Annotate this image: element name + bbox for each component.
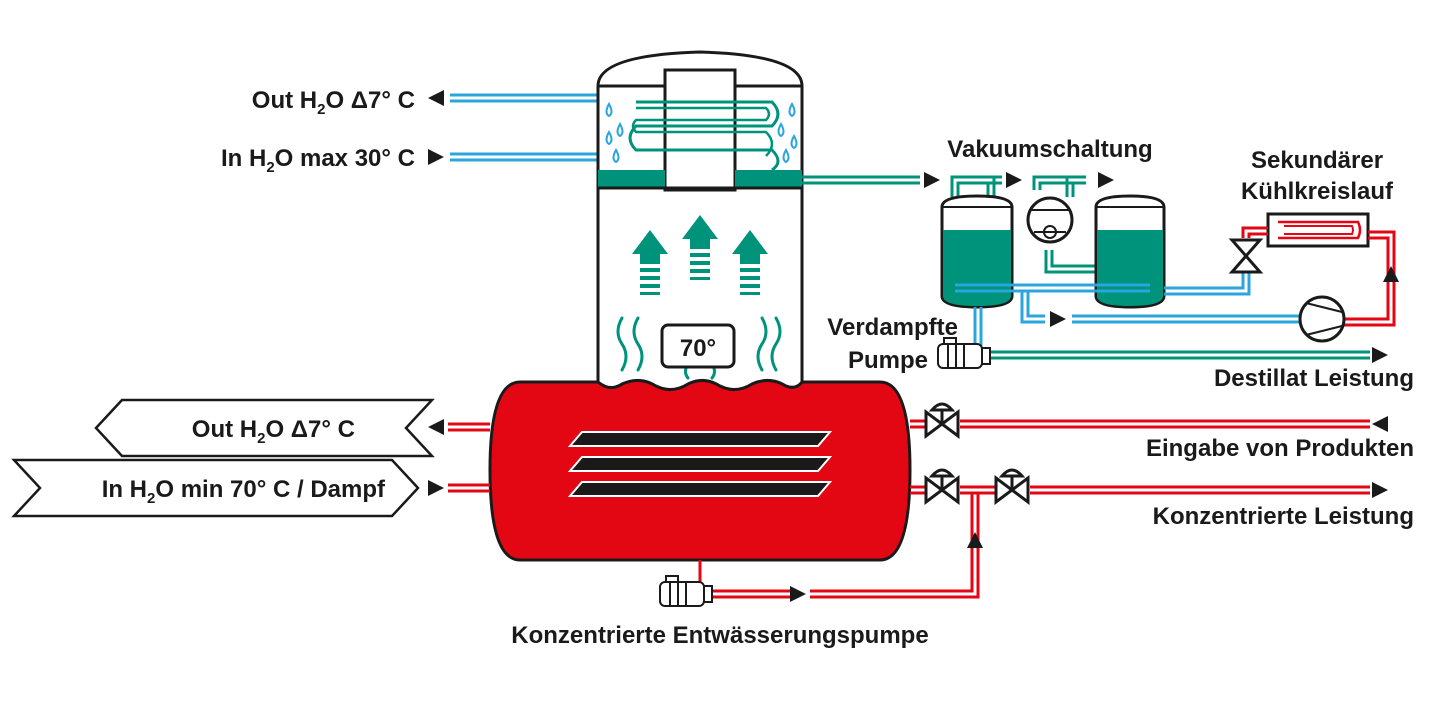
distillate-label: Destillat Leistung [1214, 365, 1414, 392]
arrow-right-icon [790, 586, 806, 602]
arrow-left-icon [428, 90, 444, 106]
evaporated-pump-label-2: Pumpe [848, 347, 928, 374]
vacuum-label: Vakuumschaltung [947, 136, 1152, 163]
arrow-right-icon [1006, 172, 1022, 188]
pump-icon [1298, 295, 1346, 343]
arrow-right-icon [1050, 311, 1066, 327]
vapor-line [802, 175, 920, 185]
vacuum-tank-right [1094, 194, 1166, 309]
pump-icon [659, 575, 713, 607]
condenser-coil [628, 100, 780, 172]
temperature-box [660, 323, 736, 369]
concentrate-output-label: Konzentrierte Leistung [1153, 503, 1414, 530]
arrow-up-icon [1383, 266, 1399, 282]
arrow-right-icon [1372, 482, 1388, 498]
concentrate-pump-label: Konzentrierte Entwässerungspumpe [511, 622, 928, 649]
arrow-up-icon [682, 215, 718, 280]
condenser-plate-right [735, 170, 802, 188]
valve-icon [924, 468, 960, 505]
secondary-cooling-circuit [1228, 212, 1399, 343]
evaporated-pump-label-1: Verdampfte [827, 314, 958, 341]
arrow-right-icon [1098, 172, 1114, 188]
arrow-up-icon [632, 230, 668, 295]
secondary-circuit-label-2: Kühlkreislauf [1241, 178, 1394, 205]
out-water-top-label: Out H2O Δ7° C [252, 87, 415, 118]
product-input-line [910, 402, 1388, 439]
in-bottom-frame [11, 458, 420, 518]
in-water-top-label: In H2O max 30° C [221, 145, 415, 176]
heating-tank [488, 379, 912, 562]
valve-icon [994, 468, 1030, 505]
pump-icon [937, 337, 991, 369]
arrow-up-icon [967, 532, 983, 548]
heating-coil [567, 431, 833, 497]
valve-icon [1228, 238, 1264, 274]
valve-icon [924, 402, 960, 439]
evaporator-column: 70° [596, 50, 804, 397]
arrow-left-icon [428, 419, 444, 435]
arrow-right-icon [924, 172, 940, 188]
in-water-bottom-label: In H2O min 70° C / Dampf [102, 476, 386, 507]
arrow-right-icon [428, 480, 444, 496]
out-water-bottom-label: Out H2O Δ7° C [192, 416, 355, 447]
arrow-left-icon [1372, 416, 1388, 432]
cooling-water-pipes [450, 93, 598, 162]
secondary-circuit-label-1: Sekundärer [1251, 147, 1383, 174]
arrow-right-icon [428, 149, 444, 165]
vacuum-pump-icon [1026, 196, 1074, 244]
arrow-up-icon [732, 230, 768, 295]
vacuum-section [940, 172, 1300, 352]
heating-water-pipes [448, 422, 490, 493]
distillate-line [937, 337, 1388, 369]
vacuum-tank-left [940, 194, 1014, 309]
droplet-icon [605, 101, 798, 164]
condenser-plate-left [598, 170, 665, 188]
product-input-label: Eingabe von Produkten [1146, 435, 1414, 462]
out-bottom-frame [94, 398, 435, 458]
temperature-label: 70° [680, 335, 716, 362]
arrow-right-icon [1372, 347, 1388, 363]
concentrate-output-line [659, 468, 1388, 607]
